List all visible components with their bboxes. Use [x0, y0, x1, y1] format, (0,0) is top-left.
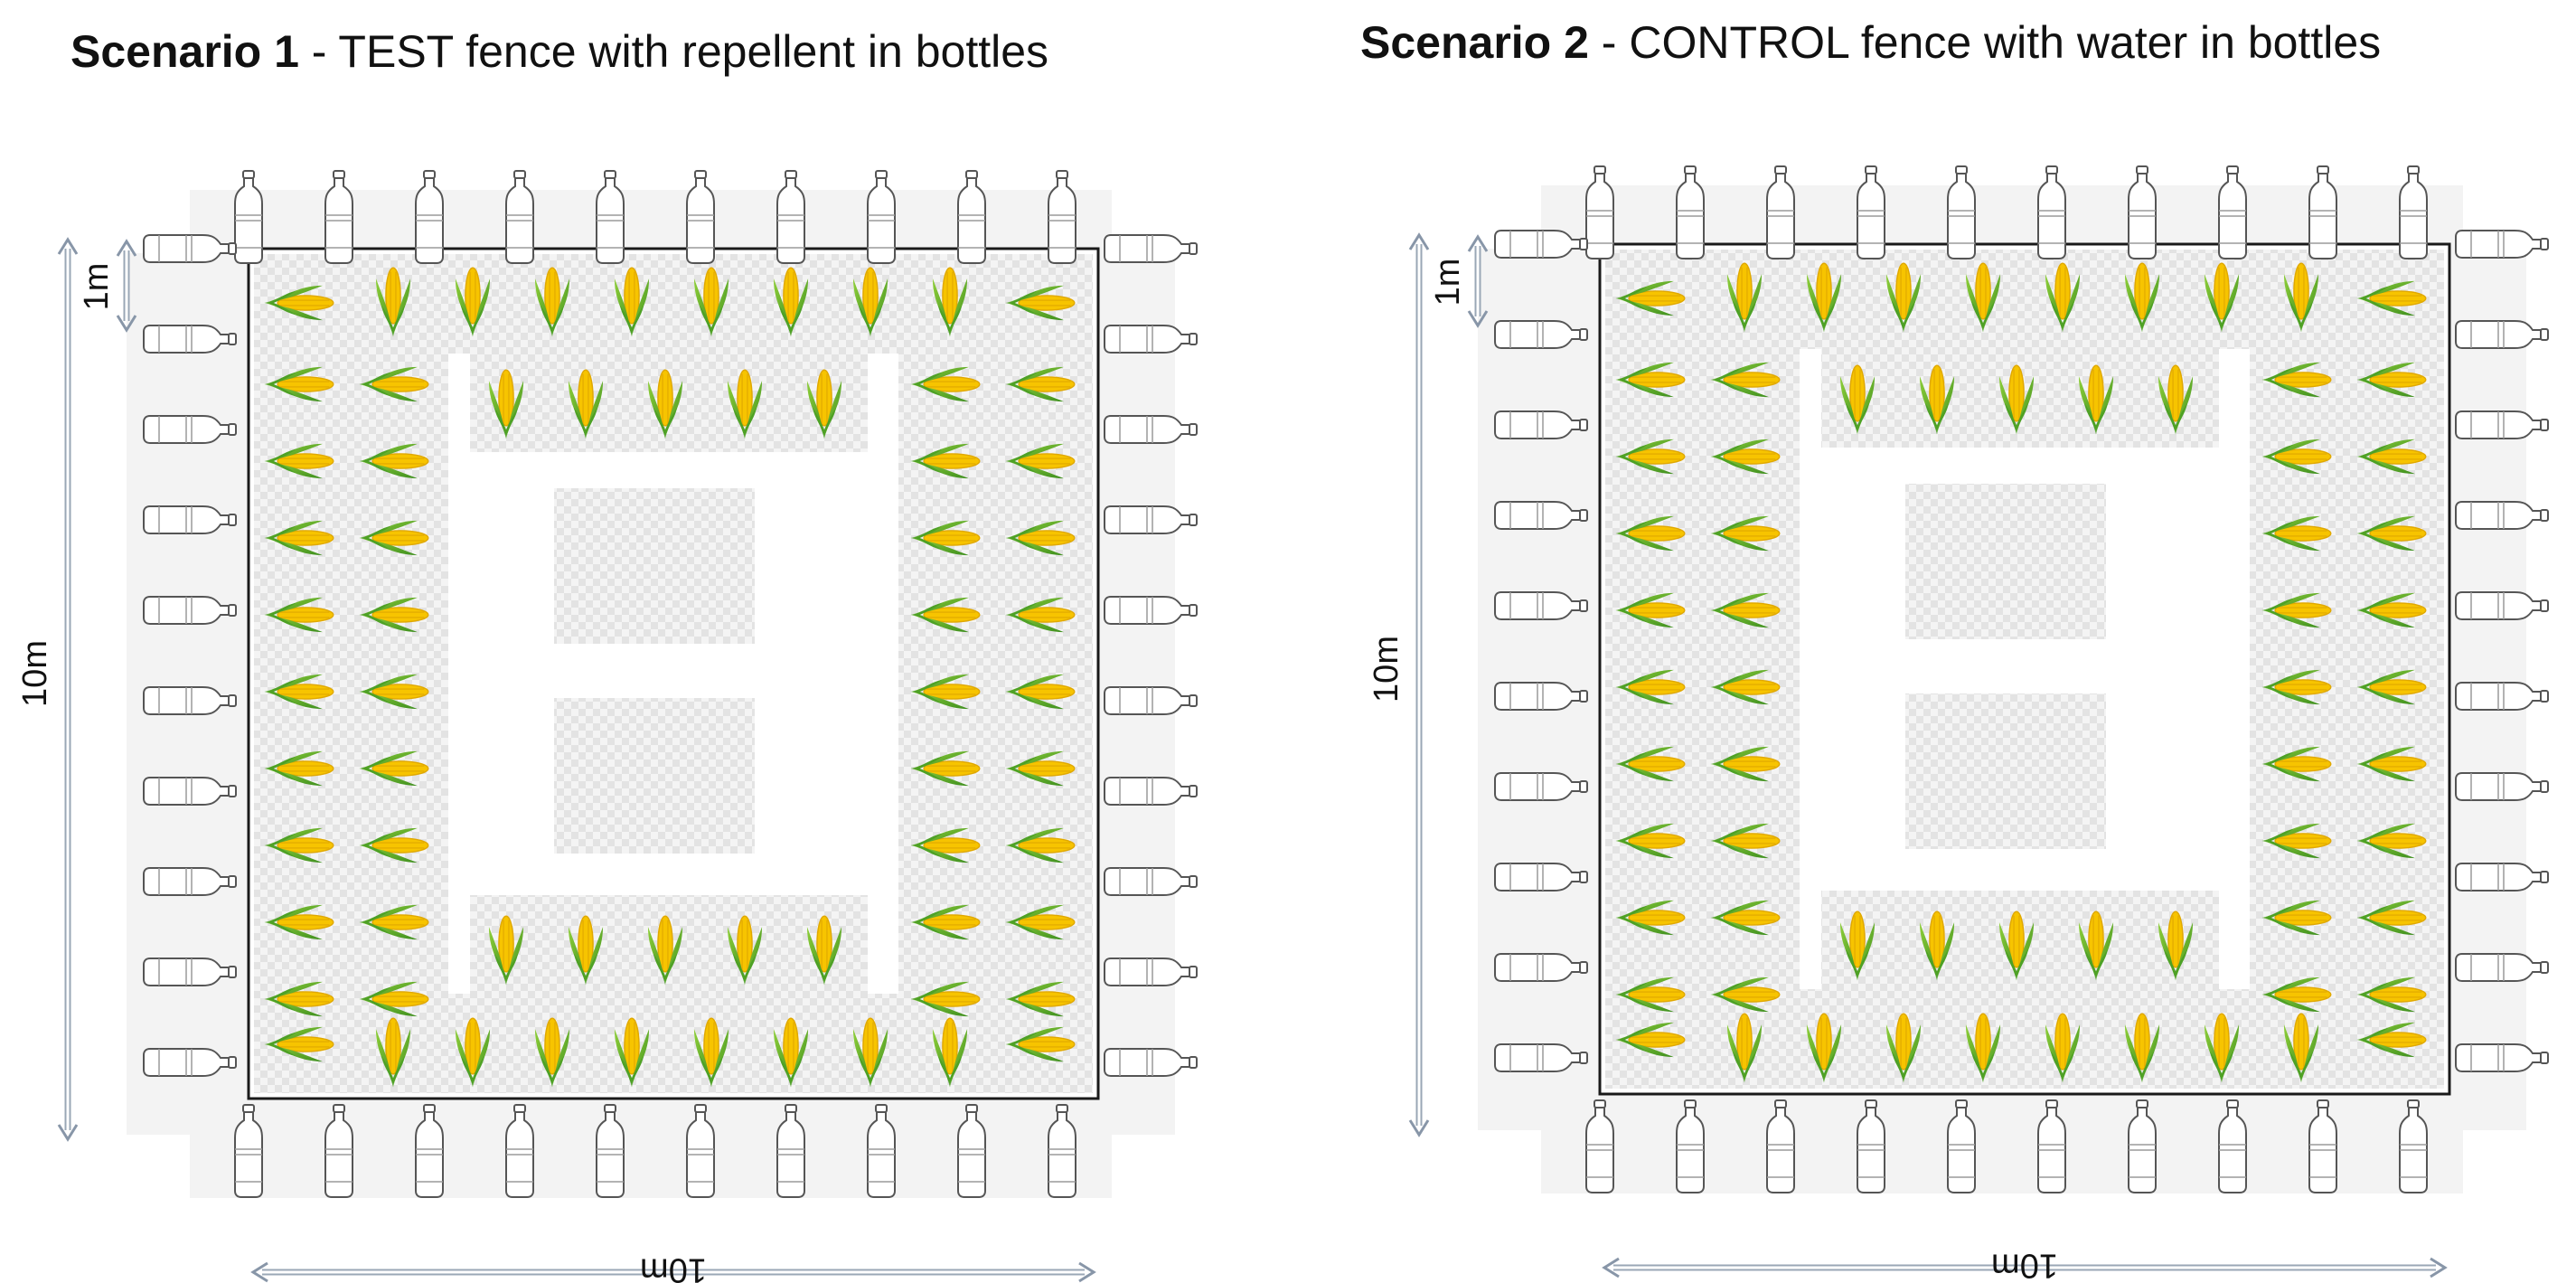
plastic-bottle-icon [324, 170, 353, 264]
plastic-bottle-icon [2455, 1043, 2549, 1072]
plastic-bottle-icon [1104, 686, 1198, 715]
plastic-bottle-icon [1676, 165, 1705, 259]
plastic-bottle-icon [2455, 410, 2549, 439]
ten-meter-vertical-label: 10m [16, 640, 54, 707]
scenario-1-panel: 10m 1m 10m [16, 170, 1198, 1283]
plastic-bottle-icon [1104, 777, 1198, 806]
plastic-bottle-icon [1104, 325, 1198, 354]
plastic-bottle-icon [2218, 165, 2247, 259]
plastic-bottle-icon [1104, 958, 1198, 986]
ten-meter-vertical-arrow-icon [1408, 232, 1430, 1137]
scenario-2-panel: 10m 1m 10m [1368, 165, 2549, 1283]
plastic-bottle-icon [776, 170, 805, 264]
big-corn-background [1905, 484, 2106, 639]
plastic-bottle-icon [1104, 505, 1198, 534]
big-corn-background [554, 488, 755, 644]
plastic-bottle-icon [1857, 165, 1885, 259]
plastic-bottle-icon [415, 170, 444, 264]
plastic-bottle-icon [2455, 863, 2549, 891]
plastic-bottle-icon [686, 170, 715, 264]
ten-meter-vertical-label: 10m [1368, 636, 1406, 703]
plastic-bottle-icon [1104, 234, 1198, 263]
scenario-2-title-bold: Scenario 2 [1360, 17, 1589, 68]
plastic-bottle-icon [234, 170, 263, 264]
scenario-1-title: Scenario 1 - TEST fence with repellent i… [71, 26, 1048, 77]
plastic-bottle-icon [1104, 415, 1198, 444]
plastic-bottle-icon [2037, 165, 2066, 259]
plastic-bottle-icon [2308, 165, 2337, 259]
ten-meter-vertical-arrow-icon [57, 237, 79, 1142]
plastic-bottle-icon [867, 170, 896, 264]
dimension-arrows [57, 237, 1096, 1283]
plastic-bottle-icon [2455, 591, 2549, 620]
plastic-bottle-icon [1585, 165, 1614, 259]
big-corn-background [1905, 693, 2106, 849]
one-meter-label: 1m [78, 263, 116, 311]
plastic-bottle-icon [2455, 953, 2549, 982]
ten-meter-horizontal-label: 10m [1991, 1247, 2058, 1283]
ten-meter-horizontal-arrow-icon [1602, 1257, 2448, 1278]
scenario-2-title-rest: - CONTROL fence with water in bottles [1589, 17, 2381, 68]
ten-meter-horizontal-arrow-icon [250, 1261, 1096, 1283]
scenario-2-title: Scenario 2 - CONTROL fence with water in… [1360, 17, 2381, 68]
plastic-bottle-icon [1104, 1048, 1198, 1077]
one-meter-arrow-icon [1467, 234, 1489, 328]
plastic-bottle-icon [1947, 165, 1976, 259]
scenario-1-title-bold: Scenario 1 [71, 26, 299, 77]
plastic-bottle-icon [2455, 320, 2549, 349]
plastic-bottle-icon [1766, 165, 1795, 259]
big-corn-background [554, 698, 755, 854]
plastic-bottle-icon [1104, 867, 1198, 896]
plastic-bottle-icon [957, 170, 986, 264]
one-meter-arrow-icon [116, 239, 137, 333]
plastic-bottle-icon [2455, 772, 2549, 801]
dimension-arrows [1408, 232, 2448, 1278]
plastic-bottle-icon [2455, 501, 2549, 530]
plastic-bottle-icon [2455, 230, 2549, 259]
ten-meter-horizontal-label: 10m [640, 1251, 707, 1283]
plastic-bottle-icon [1048, 170, 1076, 264]
one-meter-label: 1m [1429, 259, 1467, 307]
plastic-bottle-icon [505, 170, 534, 264]
plastic-bottle-icon [2455, 682, 2549, 711]
plastic-bottle-icon [596, 170, 625, 264]
scenario-1-title-rest: - TEST fence with repellent in bottles [299, 26, 1048, 77]
plastic-bottle-icon [2128, 165, 2157, 259]
plastic-bottle-icon [1104, 596, 1198, 625]
plastic-bottle-icon [2399, 165, 2428, 259]
